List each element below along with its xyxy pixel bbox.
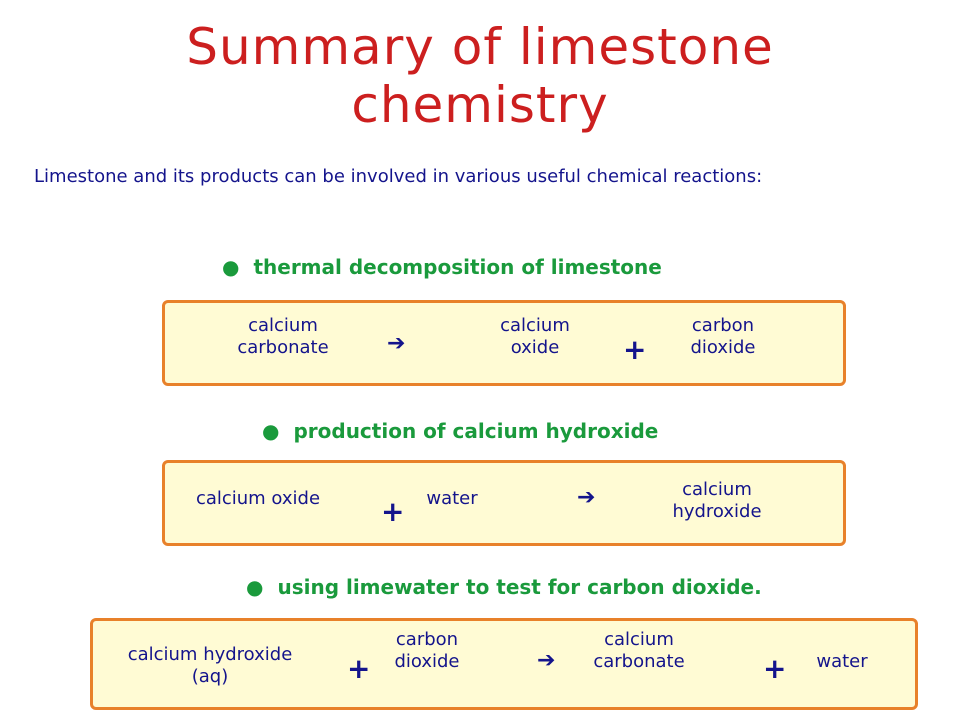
- bullet-icon: ●: [246, 575, 264, 599]
- reaction3-box: calcium hydroxide (aq) + carbon dioxide …: [90, 618, 918, 710]
- bullet-icon: ●: [262, 419, 280, 443]
- reaction3-reactant1: calcium hydroxide (aq): [127, 644, 293, 687]
- reaction3-product1: calcium carbonate: [593, 629, 685, 672]
- reaction2-heading-text: production of calcium hydroxide: [293, 419, 659, 443]
- reaction3-plus-icon-2: +: [763, 652, 787, 685]
- reaction3-reactant2: carbon dioxide: [394, 629, 460, 672]
- slide-subtitle: Limestone and its products can be involv…: [34, 166, 763, 187]
- reaction3-product2: water: [816, 651, 868, 672]
- reaction3-heading: ● using limewater to test for carbon diox…: [246, 575, 762, 599]
- reaction2-arrow-icon: ➔: [577, 485, 596, 510]
- reaction1-product1: calcium oxide: [500, 315, 570, 358]
- reaction3-heading-text: using limewater to test for carbon dioxi…: [277, 575, 762, 599]
- reaction2-box: calcium oxide + water ➔ calcium hydroxid…: [162, 460, 846, 546]
- title-line-1: Summary of limestone: [186, 18, 774, 76]
- reaction1-product2: carbon dioxide: [690, 315, 756, 358]
- slide-title: Summary of limestone chemistry: [0, 18, 960, 134]
- reaction2-product1: calcium hydroxide: [672, 479, 762, 522]
- reaction2-heading: ● production of calcium hydroxide: [262, 419, 658, 443]
- title-line-2: chemistry: [351, 76, 609, 134]
- bullet-icon: ●: [222, 255, 240, 279]
- reaction1-heading-text: thermal decomposition of limestone: [253, 255, 662, 279]
- reaction1-plus-icon: +: [623, 333, 647, 366]
- reaction1-reactant1: calcium carbonate: [237, 315, 329, 358]
- reaction2-plus-icon: +: [381, 495, 405, 528]
- reaction1-heading: ● thermal decomposition of limestone: [222, 255, 662, 279]
- reaction2-reactant2: water: [426, 488, 478, 509]
- reaction1-arrow-icon: ➔: [387, 331, 406, 356]
- reaction1-box: calcium carbonate ➔ calcium oxide + carb…: [162, 300, 846, 386]
- reaction3-arrow-icon: ➔: [537, 648, 556, 673]
- reaction2-reactant1: calcium oxide: [195, 488, 321, 509]
- reaction3-plus-icon-1: +: [347, 652, 371, 685]
